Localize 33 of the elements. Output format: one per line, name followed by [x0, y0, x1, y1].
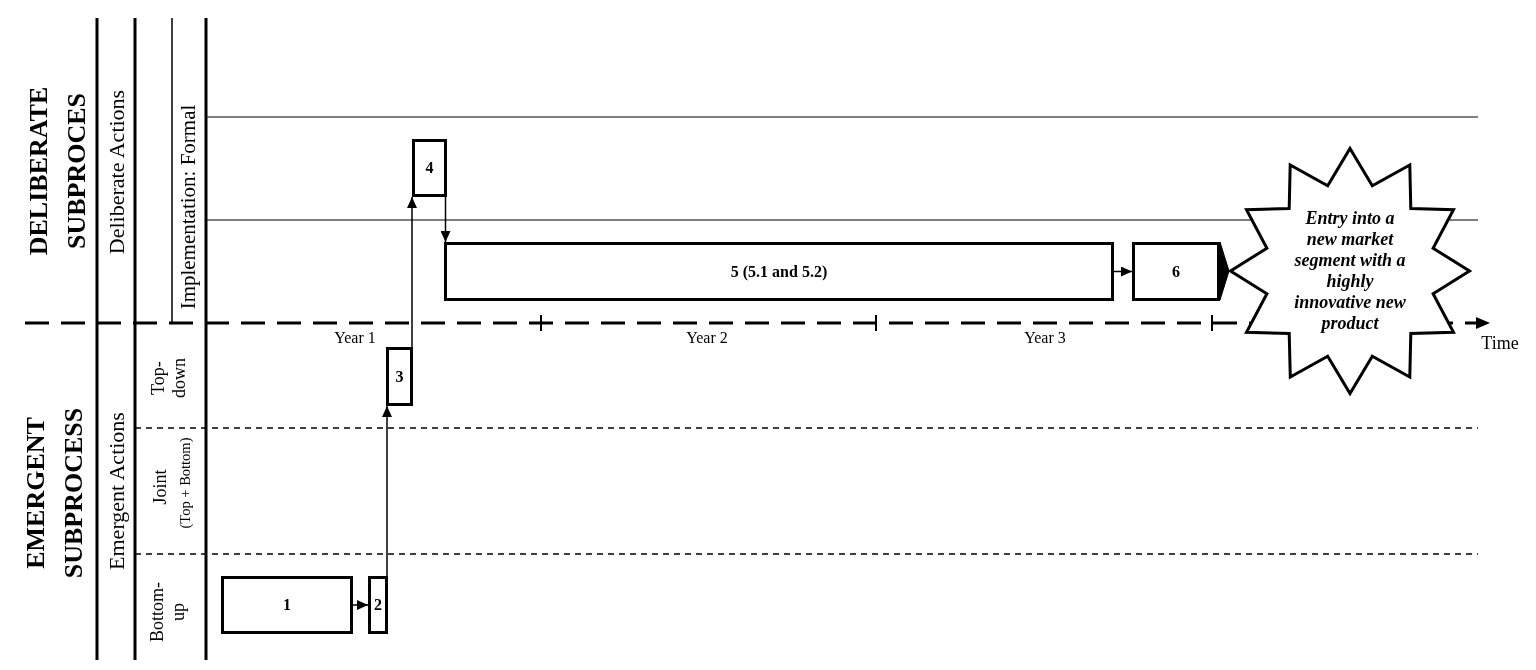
step-label: 5 (5.1 and 5.2)	[730, 263, 828, 280]
lane-label: Deliberate Actions	[103, 89, 130, 255]
arrow	[382, 405, 392, 577]
lane-label: Emergent Actions	[103, 412, 130, 570]
lane-heading: EMERGENT SUBPROCESS	[20, 407, 89, 579]
arrow	[440, 196, 451, 243]
arrow	[1219, 241, 1230, 301]
starburst-shape	[1229, 147, 1471, 395]
step-label: 4	[425, 160, 434, 176]
year-label: Year 1	[334, 328, 376, 348]
milestone-text: Entry into a new market segment with a highly innovative new product	[1293, 208, 1407, 334]
process-box	[221, 576, 353, 634]
arrow	[407, 196, 417, 348]
step-label: 2	[374, 597, 382, 613]
sublane-label: Joint	[150, 469, 172, 505]
arrow	[1113, 266, 1133, 277]
sublane-label: Top-down	[148, 358, 190, 398]
step-label: 3	[395, 368, 404, 385]
lane-heading: DELIBERATE SUBPROCES	[23, 86, 92, 256]
year-label: Year 2	[686, 328, 728, 348]
step-label: 1	[283, 597, 291, 613]
year-label: Year 3	[1024, 328, 1066, 348]
process-box	[1132, 242, 1220, 301]
process-box	[412, 139, 447, 197]
process-box	[368, 576, 388, 634]
step-label: 6	[1172, 263, 1180, 280]
process-box	[444, 242, 1114, 301]
process-box	[386, 347, 413, 406]
arrow	[352, 600, 369, 610]
sublane-label: (Top + Bottom)	[177, 437, 195, 529]
sublane-label: Bottom-up	[147, 582, 189, 642]
sublane-label: Implementation: Formal	[176, 104, 202, 310]
axis-label: Time	[1481, 333, 1519, 355]
